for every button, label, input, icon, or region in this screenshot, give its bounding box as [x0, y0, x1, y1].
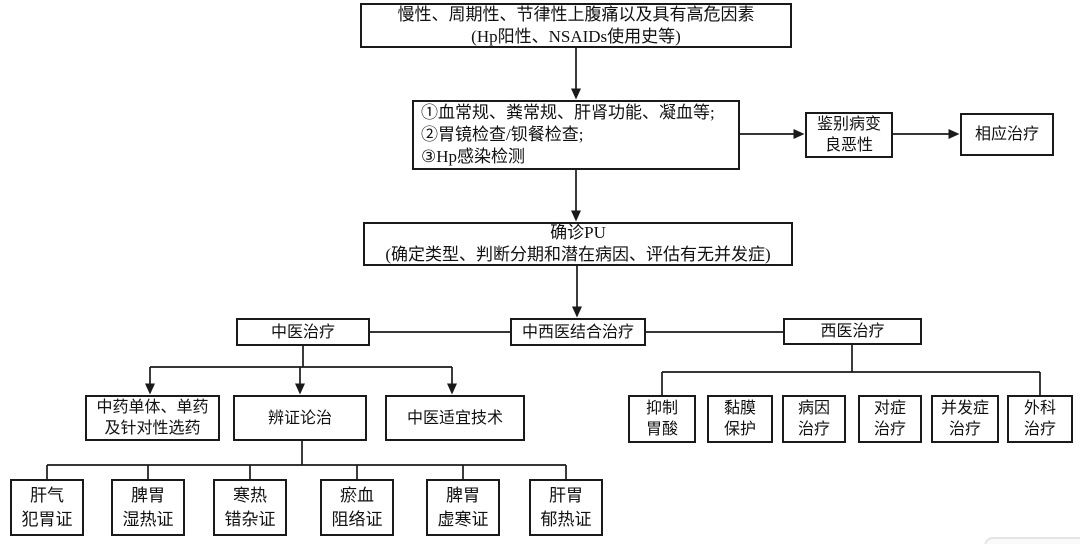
node-tcm-targeted-drugs: 中药单体、单药 及针对性选药 — [85, 395, 220, 441]
node-mucosal-protection: 黏膜 保护 — [707, 395, 773, 443]
node-differentiate-lesion: 鉴别病变 良恶性 — [805, 112, 893, 158]
node-symptomatic-treatment: 对症 治疗 — [858, 395, 922, 443]
node-workup: ①血常规、粪常规、肝肾功能、凝血等; ②胃镜检查/钡餐检查; ③Hp感染检测 — [412, 100, 740, 170]
node-acid-suppression: 抑制 胃酸 — [628, 395, 696, 443]
node-syndrome-spleen-damp-heat: 脾胃 湿热证 — [111, 479, 185, 536]
node-symptoms: 慢性、周期性、节律性上腹痛以及具有高危因素 (Hp阳性、NSAIDs使用史等) — [360, 3, 792, 48]
corner-widget-edge — [984, 537, 1080, 544]
node-etiological-treatment: 病因 治疗 — [782, 395, 846, 443]
node-integrated-treatment: 中西医结合治疗 — [510, 318, 646, 346]
node-tcm-suitable-techniques: 中医适宜技术 — [385, 395, 525, 441]
connector-arrows — [145, 47, 960, 395]
node-syndrome-spleen-deficiency-cold: 脾胃 虚寒证 — [426, 479, 500, 536]
node-syndrome-cold-heat-complex: 寒热 错杂证 — [213, 479, 287, 536]
node-syndrome-liver-stomach-heat: 肝胃 郁热证 — [529, 479, 603, 536]
node-western-treatment: 西医治疗 — [783, 318, 922, 345]
node-tcm-treatment: 中医治疗 — [236, 318, 370, 346]
connector-plain-lines — [46, 331, 1041, 479]
node-confirm-pu: 确诊PU (确定类型、判断分期和潜在病因、评估有无并发症) — [363, 222, 793, 266]
node-complication-treatment: 并发症 治疗 — [931, 395, 999, 443]
node-surgical-treatment: 外科 治疗 — [1007, 395, 1073, 443]
node-syndrome-blood-stasis: 瘀血 阻络证 — [320, 479, 394, 536]
node-syndrome-differentiation: 辨证论治 — [233, 395, 367, 441]
node-syndrome-liver-qi-stomach: 肝气 犯胃证 — [10, 479, 84, 536]
node-corresponding-treatment: 相应治疗 — [960, 113, 1054, 156]
